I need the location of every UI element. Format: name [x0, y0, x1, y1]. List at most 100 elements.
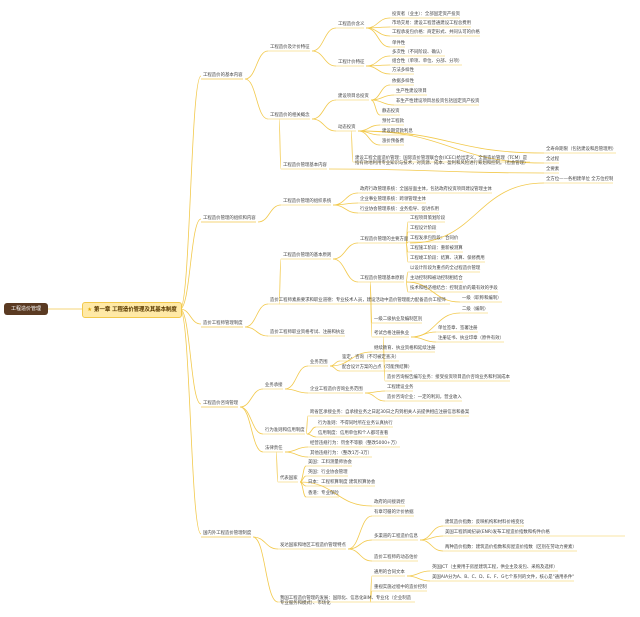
connector-line	[365, 27, 391, 37]
connector-line	[369, 281, 373, 338]
leaf: 单件性	[392, 41, 406, 46]
leaf: 生产性建设项目	[396, 89, 427, 94]
connector-line	[382, 336, 386, 382]
group-title[interactable]: 造价工程师职业资格考试、注册和执业	[270, 330, 345, 335]
leaf: 全方位——各相建单位 全方位控制	[546, 177, 614, 182]
connector-line	[305, 415, 309, 435]
leaf: 政府的间接调控	[374, 500, 405, 505]
group-title[interactable]: 行为准则和信用制度	[265, 428, 305, 433]
connector-line	[405, 281, 409, 293]
connector-line	[239, 388, 264, 408]
connector-line	[311, 50, 337, 67]
leaf: 其他违规行为：（整改1万-3万）	[310, 451, 373, 456]
sub-title[interactable]: 企业工程造价咨询业务范围	[310, 387, 363, 392]
leaf: 美国：工料测量师协会	[308, 460, 352, 465]
connector-line	[284, 446, 309, 453]
group-title[interactable]: 法律责任	[265, 446, 283, 451]
connector-line	[370, 99, 395, 106]
connector-line	[284, 451, 309, 458]
group-title[interactable]: 业务承接	[265, 383, 283, 388]
leaf: 香港：专业保险	[308, 491, 339, 496]
leaf: 造价咨询企业：一定的利润，营业收入	[387, 395, 462, 400]
connector-line	[257, 204, 282, 223]
connector-line	[239, 406, 264, 453]
connector-line	[179, 308, 202, 325]
leaf: 造价咨询报告编写业务：接受投资项目造价咨询业务和利润成本	[387, 375, 510, 380]
group-title[interactable]: 工程造价管理的组织系统	[283, 199, 332, 204]
leaf: 有章可循的计价依据	[374, 510, 414, 515]
sub-title[interactable]: 工程造价管理的主要方面	[360, 237, 409, 242]
group-title[interactable]: 发达国家和地区工程造价管理特点	[280, 543, 346, 548]
connector-line	[347, 515, 373, 550]
sub-title[interactable]: 工程造价管理基本原则	[360, 276, 404, 281]
connector-line	[406, 570, 431, 577]
connector-line	[405, 242, 409, 263]
connector-line	[357, 124, 381, 132]
connector-line	[347, 548, 373, 562]
connector-line	[365, 17, 391, 29]
connector-line	[179, 218, 202, 310]
leaf: 经营违规行为：罚金不等额（整改5000+万）	[310, 441, 400, 446]
sub-title[interactable]: 考试合格注册执业	[374, 331, 410, 336]
leaf: 工程项目策划阶段	[410, 216, 446, 221]
connector-line	[244, 78, 269, 120]
connector-line	[332, 258, 359, 283]
group-title[interactable]: 造价工程师素质要求和职业道德：专业技术人员，建设活动中造价管理能力配备造价工程师	[270, 298, 446, 303]
connector-line	[299, 481, 373, 507]
sub-title[interactable]: 动态投资	[338, 125, 356, 130]
chapter-hub-node[interactable]: ★第一章 工程造价管理及其基本制度	[82, 302, 182, 318]
group-title[interactable]: 工程造价及计价特征	[270, 45, 310, 50]
connector-line	[244, 50, 269, 80]
connector-line	[252, 536, 279, 550]
leaf: 单位签章、签署注册	[438, 326, 478, 331]
section-title[interactable]: 工程造价的基本内容	[203, 73, 243, 78]
connector-line	[370, 99, 381, 116]
sub-title[interactable]: 建设项目总投资	[338, 94, 369, 99]
leaf: 全寿命期限（包括建设和后管理用）	[546, 147, 617, 152]
sub-title[interactable]: 通用的合同文本	[374, 570, 405, 575]
section-title[interactable]: 工程造价咨询管理	[203, 401, 239, 406]
group-title[interactable]: 工程造价管理的基本原则	[283, 253, 332, 258]
leaf: 静态投资	[382, 109, 400, 114]
connector-line	[405, 281, 461, 303]
sub-title[interactable]: 业务范围	[310, 360, 328, 365]
leaf: 预付工程款	[382, 119, 404, 124]
leaf: 工程发承包阶段：合同价	[410, 236, 459, 241]
group-title[interactable]: 工程造价的相关概念	[270, 113, 310, 118]
section-title[interactable]: 造价工程师管理制度	[203, 321, 243, 326]
sub-title[interactable]: 多渠道的工程造价信息	[374, 534, 418, 539]
root-node[interactable]: 工程造价管理	[4, 303, 48, 315]
section-title[interactable]: 工程造价管理的组织和内容	[203, 216, 256, 221]
group-title[interactable]: 工程造价管理基本内容	[283, 163, 327, 168]
connector-line	[244, 303, 269, 328]
leaf: 非生产性建设项目总投资包括固定资产投资	[396, 99, 480, 104]
connector-line	[306, 426, 317, 435]
connector-line	[419, 539, 444, 552]
sub-title[interactable]: 工程造价含义	[338, 22, 365, 27]
leaf: 方法多样性	[392, 68, 414, 73]
section-title[interactable]: 国内外工程造价管理制度	[203, 531, 252, 536]
connector-line	[357, 130, 545, 164]
connector-line	[329, 365, 341, 372]
leaf: 工程建设业务	[387, 385, 414, 390]
sub-title[interactable]: 工程计价特征	[338, 60, 365, 65]
connector-line	[364, 392, 386, 402]
leaf: 美国工程新闻纪录(ENR)发布工程造价指数和构件价格	[445, 530, 550, 535]
leaf: 依据多样性	[392, 79, 414, 84]
group-title[interactable]: 代表国家	[280, 476, 298, 481]
leaf: 鉴定、咨询（不可被定查决）	[342, 355, 400, 360]
leaf: 继续教育、执业资格和延续注册	[374, 346, 436, 351]
connector-line	[179, 308, 202, 535]
connector-line	[365, 65, 391, 75]
connector-line	[299, 481, 307, 498]
group-title[interactable]: 我国工程造价管理的发展：国际化、信息化BIM、专业化（企业制造专业服务和模式）、…	[280, 596, 412, 606]
leaf: 全要素	[546, 167, 560, 172]
connector-line	[364, 390, 386, 394]
connector-line	[278, 258, 282, 305]
connector-line	[179, 308, 202, 405]
leaf: 工程设计阶段	[410, 226, 437, 231]
connector-line	[350, 130, 354, 163]
leaf: 技术和经济相结合：控制造价的最有效的手段	[410, 286, 498, 291]
connector-line	[365, 55, 391, 67]
leaf: 一级（职称和编制）	[462, 296, 502, 301]
